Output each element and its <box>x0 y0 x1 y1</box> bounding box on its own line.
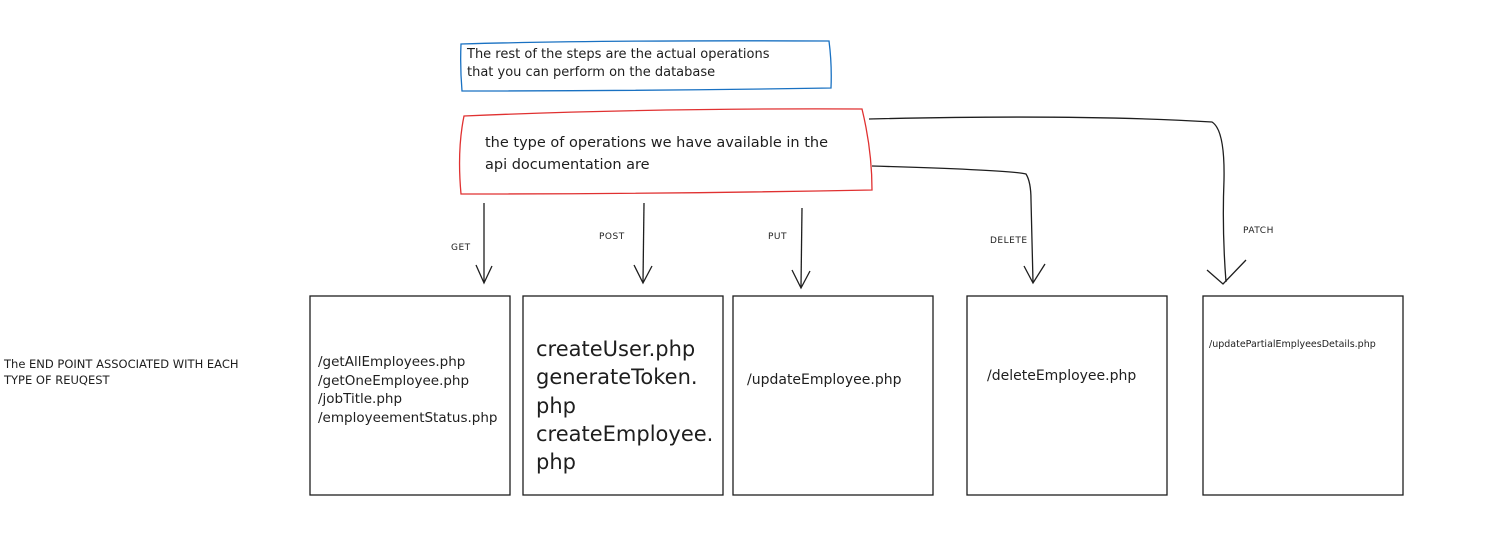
arrow-post <box>633 202 653 285</box>
endpoints-delete-text: /deleteEmployee.php <box>987 368 1137 384</box>
operations-note-text: the type of operations we have available… <box>485 135 829 174</box>
endpoint-box-patch <box>1202 295 1404 496</box>
intro-note-text: The rest of the steps are the actual ope… <box>467 47 770 80</box>
arrow-put <box>791 207 811 290</box>
operations-note-border <box>458 108 873 195</box>
endpoints-post-text: createUser.php generateToken. php create… <box>536 337 714 475</box>
endpoint-box-put <box>732 295 934 496</box>
method-label-get: GET <box>451 243 471 253</box>
endpoints-put-text: /updateEmployee.php <box>747 372 902 388</box>
arrow-patch <box>868 116 1247 285</box>
method-label-put: PUT <box>768 232 788 242</box>
arrow-delete <box>871 165 1046 285</box>
intro-note-border <box>460 40 832 92</box>
endpoints-get-text: /getAllEmployees.php /getOneEmployee.php… <box>318 354 498 426</box>
method-label-patch: PATCH <box>1243 226 1274 236</box>
endpoint-side-label: The END POINT ASSOCIATED WITH EACH TYPE … <box>4 357 239 388</box>
endpoint-box-delete <box>966 295 1168 496</box>
endpoint-box-get <box>309 295 511 496</box>
endpoints-patch-text: /updatePartialEmplyeesDetails.php <box>1209 339 1376 350</box>
method-label-post: POST <box>599 232 625 242</box>
arrow-get <box>475 203 493 285</box>
endpoint-box-post <box>522 295 724 496</box>
method-label-delete: DELETE <box>990 236 1028 246</box>
